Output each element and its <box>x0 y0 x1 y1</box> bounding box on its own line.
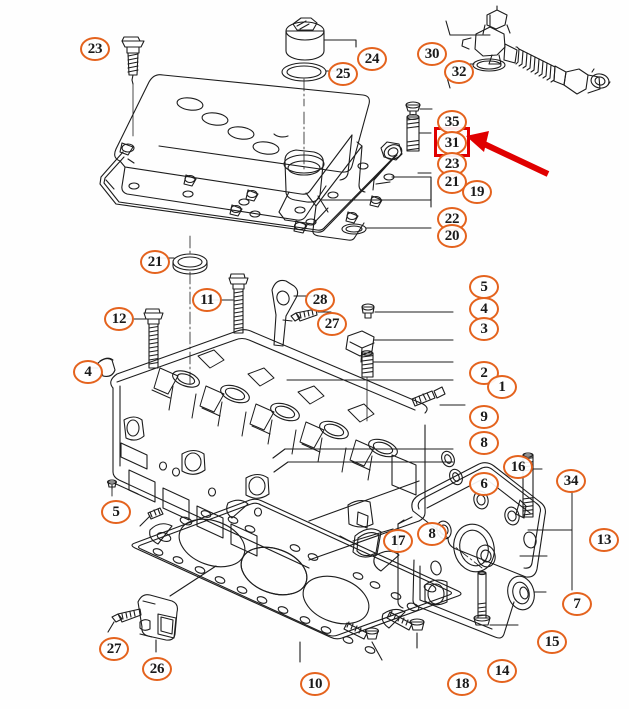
cylinder-head-gasket-icon <box>131 498 462 654</box>
callout-cylinder-head-bolt-12[interactable]: 12 <box>104 307 134 331</box>
callout-seal-ring-20[interactable]: 20 <box>437 224 467 248</box>
callout-bolt-18[interactable]: 18 <box>447 672 477 696</box>
lifting-eye-icon <box>271 279 299 347</box>
oil-filler-seal-icon <box>281 62 327 82</box>
o-ring-16-icon <box>441 450 455 468</box>
callout-bolt-15[interactable]: 15 <box>537 630 567 654</box>
callout-stud-31[interactable]: 31 <box>437 131 467 155</box>
callout-sealing-plug-5[interactable]: 5 <box>469 275 499 299</box>
sealing-ring-6-icon <box>449 468 463 486</box>
valve-cover-gasket-icon <box>99 151 398 233</box>
callout-lifting-eye-28[interactable]: 28 <box>305 288 335 312</box>
callout-breather-seal-32[interactable]: 32 <box>444 60 474 84</box>
callout-stud-bolt-9[interactable]: 9 <box>469 405 499 429</box>
breather-seal-icon <box>472 58 506 72</box>
callout-oil-filler-cap-24[interactable]: 24 <box>357 47 387 71</box>
callout-bolt-27[interactable]: 27 <box>99 637 129 661</box>
sealing-plug-5-icon <box>106 479 118 488</box>
gasket-17-icon <box>352 528 382 558</box>
bolt-15-icon <box>473 570 491 626</box>
bolt-27-icon <box>290 308 318 322</box>
callout-cylinder-head-gasket-10[interactable]: 10 <box>300 672 330 696</box>
stud-bolt-9-icon <box>411 386 446 407</box>
callout-sealing-ring-6[interactable]: 6 <box>469 472 499 496</box>
callout-spark-plug-seal-21[interactable]: 21 <box>140 250 170 274</box>
callout-sealing-plug-5[interactable]: 5 <box>101 500 131 524</box>
callout-o-ring-16[interactable]: 16 <box>503 455 533 479</box>
callout-bolt-14[interactable]: 14 <box>487 659 517 683</box>
callout-gasket-17[interactable]: 17 <box>383 529 413 553</box>
nut-35-icon <box>405 101 421 116</box>
valve-cover-icon <box>114 74 403 241</box>
spark-plug-seal-21-icon <box>172 253 208 275</box>
shaft-seal-7-icon <box>507 575 535 611</box>
callout-dowel-pin-8[interactable]: 8 <box>469 431 499 455</box>
callout-camshaft-bolt-11[interactable]: 11 <box>192 288 222 312</box>
callout-crankcase-breather-valve-30[interactable]: 30 <box>417 42 447 66</box>
callout-cylinder-head-1[interactable]: 1 <box>487 375 517 399</box>
dowel-sleeve-2-icon <box>360 350 374 422</box>
callout-cap-3[interactable]: 3 <box>469 317 499 341</box>
callout-timing-cover-13[interactable]: 13 <box>589 528 619 552</box>
cap-3-icon <box>361 303 375 319</box>
bolt-18-icon <box>343 621 380 640</box>
seal-ring-20-icon <box>341 223 367 235</box>
bracket-26-icon <box>137 594 178 641</box>
callout-plug-4[interactable]: 4 <box>73 360 103 384</box>
callout-oil-filler-seal-25[interactable]: 25 <box>328 62 358 86</box>
bolt-12-icon <box>143 308 164 369</box>
callout-valve-cover-bolt-23[interactable]: 23 <box>80 37 110 61</box>
plug-4-icon <box>97 357 116 377</box>
callout-shaft-seal-7[interactable]: 7 <box>562 592 592 616</box>
callout-bracket-26[interactable]: 26 <box>142 657 172 681</box>
bolt-27b-icon <box>111 608 142 623</box>
stud-31-icon <box>406 113 420 152</box>
cylinder-head-icon <box>110 329 428 569</box>
bolt-14-icon <box>386 610 425 631</box>
callout-bolt-27[interactable]: 27 <box>317 312 347 336</box>
callout-stud-34[interactable]: 34 <box>556 469 586 493</box>
dowel-pin-8-icon <box>147 507 164 520</box>
callout-dowel-pin-8[interactable]: 8 <box>417 522 447 546</box>
callout-valve-cover-19[interactable]: 19 <box>462 180 492 204</box>
bolt-11-icon <box>228 273 249 334</box>
breather-valve-icon <box>461 5 611 95</box>
bolt-23-icon <box>121 36 145 85</box>
oil-filler-cap-icon <box>285 17 325 61</box>
